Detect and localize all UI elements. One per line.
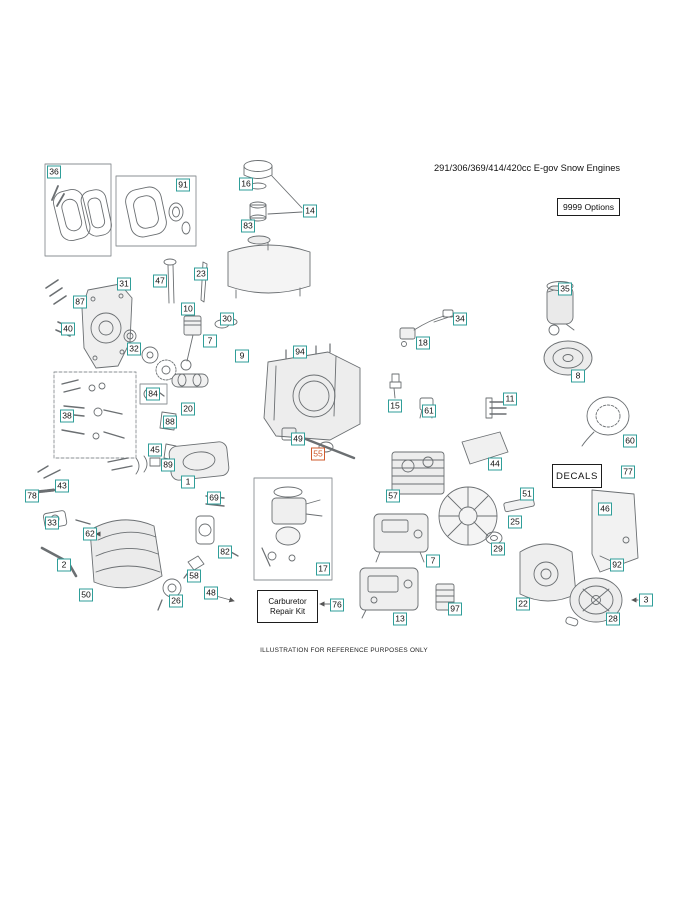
callout-3: 3 bbox=[639, 593, 653, 607]
callout-91: 91 bbox=[176, 178, 190, 192]
callout-76: 76 bbox=[330, 598, 344, 612]
callout-69: 69 bbox=[207, 491, 221, 505]
callout-47: 47 bbox=[153, 274, 167, 288]
callout-94: 94 bbox=[293, 345, 307, 359]
decals-label-text: DECALS bbox=[556, 470, 598, 482]
callout-2: 2 bbox=[57, 558, 71, 572]
callout-35: 35 bbox=[558, 282, 572, 296]
callout-15: 15 bbox=[388, 399, 402, 413]
callout-33: 33 bbox=[45, 516, 59, 530]
callout-17: 17 bbox=[316, 562, 330, 576]
carb-kit-line1: Carburetor bbox=[268, 596, 307, 606]
callout-83: 83 bbox=[241, 219, 255, 233]
callout-16: 16 bbox=[239, 177, 253, 191]
callout-46: 46 bbox=[598, 502, 612, 516]
callout-88: 88 bbox=[163, 415, 177, 429]
callout-22: 22 bbox=[516, 597, 530, 611]
callout-48: 48 bbox=[204, 586, 218, 600]
carburetor-repair-kit-box: Carburetor Repair Kit bbox=[257, 590, 318, 623]
callout-8: 8 bbox=[571, 369, 585, 383]
callout-7: 7 bbox=[203, 334, 217, 348]
callout-43: 43 bbox=[55, 479, 69, 493]
callout-25: 25 bbox=[508, 515, 522, 529]
decals-label-box: DECALS bbox=[552, 464, 602, 488]
callout-44: 44 bbox=[488, 457, 502, 471]
callout-55: 55 bbox=[311, 447, 325, 461]
callout-87: 87 bbox=[73, 295, 87, 309]
callout-49: 49 bbox=[291, 432, 305, 446]
callout-51: 51 bbox=[520, 487, 534, 501]
callout-28: 28 bbox=[606, 612, 620, 626]
callout-32: 32 bbox=[127, 342, 141, 356]
callout-36: 36 bbox=[47, 165, 61, 179]
callout-23: 23 bbox=[194, 267, 208, 281]
options-label-box: 9999 Options bbox=[557, 198, 620, 216]
callout-50: 50 bbox=[79, 588, 93, 602]
callout-89: 89 bbox=[161, 458, 175, 472]
callout-10: 10 bbox=[181, 302, 195, 316]
callout-13: 13 bbox=[393, 612, 407, 626]
callout-9: 9 bbox=[235, 349, 249, 363]
callout-18: 18 bbox=[416, 336, 430, 350]
callout-78: 78 bbox=[25, 489, 39, 503]
callout-58: 58 bbox=[187, 569, 201, 583]
callout-60: 60 bbox=[623, 434, 637, 448]
reference-note: ILLUSTRATION FOR REFERENCE PURPOSES ONLY bbox=[260, 647, 428, 654]
page-title: 291/306/369/414/420cc E-gov Snow Engines bbox=[434, 163, 621, 173]
callout-92: 92 bbox=[610, 558, 624, 572]
callout-34: 34 bbox=[453, 312, 467, 326]
callout-38: 38 bbox=[60, 409, 74, 423]
callout-7: 7 bbox=[426, 554, 440, 568]
callout-62: 62 bbox=[83, 527, 97, 541]
callout-77: 77 bbox=[621, 465, 635, 479]
callout-40: 40 bbox=[61, 322, 75, 336]
callout-30: 30 bbox=[220, 312, 234, 326]
options-label-text: 9999 Options bbox=[562, 202, 615, 212]
callout-61: 61 bbox=[422, 404, 436, 418]
callout-31: 31 bbox=[117, 277, 131, 291]
callout-26: 26 bbox=[169, 594, 183, 608]
callout-14: 14 bbox=[303, 204, 317, 218]
carb-kit-line2: Repair Kit bbox=[269, 606, 306, 616]
callout-82: 82 bbox=[218, 545, 232, 559]
callout-57: 57 bbox=[386, 489, 400, 503]
callout-97: 97 bbox=[448, 602, 462, 616]
callout-84: 84 bbox=[146, 387, 160, 401]
callout-20: 20 bbox=[181, 402, 195, 416]
callout-45: 45 bbox=[148, 443, 162, 457]
callout-1: 1 bbox=[181, 475, 195, 489]
callout-11: 11 bbox=[503, 392, 517, 406]
callout-29: 29 bbox=[491, 542, 505, 556]
